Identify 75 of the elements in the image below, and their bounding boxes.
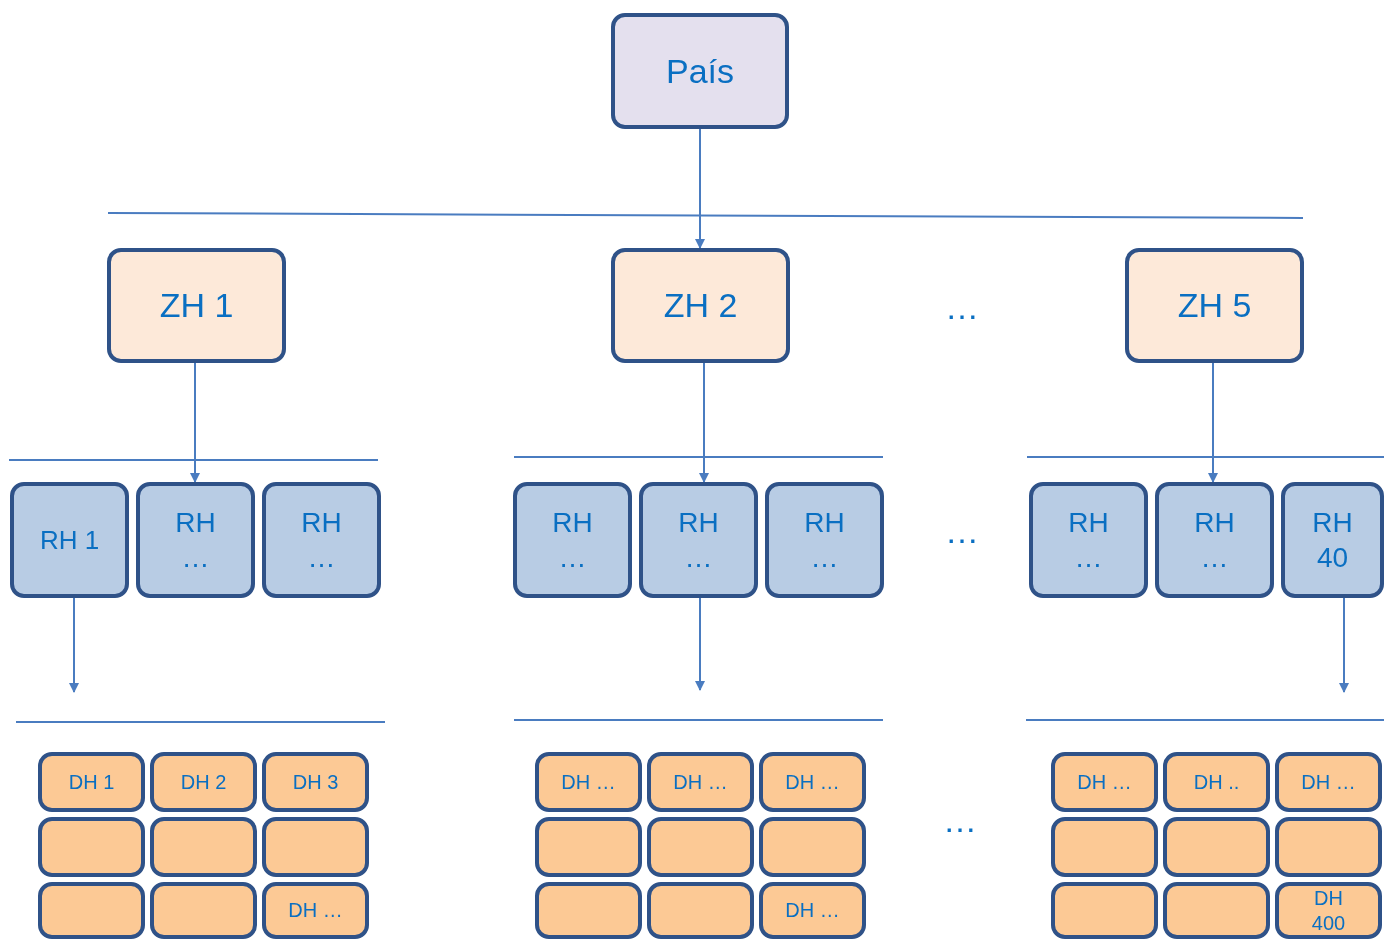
region-box bbox=[639, 482, 758, 598]
district-box bbox=[1275, 752, 1382, 812]
district-box bbox=[1275, 882, 1382, 939]
region-box bbox=[1029, 482, 1148, 598]
zone-box bbox=[611, 248, 790, 363]
arrow bbox=[695, 128, 705, 249]
node-label: DH … bbox=[561, 769, 616, 795]
district-box bbox=[262, 817, 369, 877]
node-label: ZH 5 bbox=[1177, 285, 1252, 327]
node-label: DH 1 bbox=[68, 769, 115, 795]
region-box bbox=[262, 482, 381, 598]
district-box bbox=[150, 882, 257, 939]
district-box bbox=[150, 752, 257, 812]
district-box bbox=[535, 882, 642, 939]
node-label: RH … bbox=[174, 506, 217, 575]
region-box bbox=[1281, 482, 1384, 598]
arrow bbox=[699, 362, 709, 483]
node-label: DH … bbox=[1301, 769, 1356, 795]
zone-box bbox=[107, 248, 286, 363]
ellipsis-label: … bbox=[945, 290, 979, 324]
node-label: ZH 1 bbox=[159, 285, 234, 327]
region-box bbox=[765, 482, 884, 598]
district-box bbox=[1275, 817, 1382, 877]
node-label: DH … bbox=[785, 898, 840, 923]
district-box bbox=[535, 752, 642, 812]
district-box bbox=[647, 817, 754, 877]
node-label: ZH 2 bbox=[663, 285, 738, 327]
node-label: DH .. bbox=[1193, 769, 1240, 795]
district-box bbox=[1051, 817, 1158, 877]
region-box bbox=[136, 482, 255, 598]
district-box bbox=[1163, 882, 1270, 939]
district-box bbox=[647, 882, 754, 939]
district-box bbox=[759, 752, 866, 812]
node-label: RH … bbox=[300, 506, 343, 575]
region-box bbox=[10, 482, 129, 598]
node-label: RH … bbox=[1067, 506, 1110, 575]
district-box bbox=[647, 752, 754, 812]
district-box bbox=[150, 817, 257, 877]
node-label: RH … bbox=[803, 506, 846, 575]
node-label: País bbox=[665, 50, 734, 92]
ellipsis-label: … bbox=[945, 514, 979, 548]
node-label: RH … bbox=[1193, 506, 1236, 575]
node-label: RH … bbox=[551, 506, 594, 575]
node-label: DH 2 bbox=[180, 769, 227, 795]
district-box bbox=[262, 882, 369, 939]
node-label: DH … bbox=[1077, 769, 1132, 795]
zone-box bbox=[1125, 248, 1304, 363]
district-box bbox=[38, 882, 145, 939]
node-label: DH … bbox=[673, 769, 728, 795]
node-label: RH 40 bbox=[1311, 506, 1354, 575]
district-box bbox=[1163, 817, 1270, 877]
district-box bbox=[535, 817, 642, 877]
arrow bbox=[69, 597, 79, 693]
district-box bbox=[1163, 752, 1270, 812]
district-box bbox=[38, 752, 145, 812]
ellipsis-label: … bbox=[943, 803, 977, 837]
node-label: RH … bbox=[677, 506, 720, 575]
arrow bbox=[695, 597, 705, 691]
region-box bbox=[1155, 482, 1274, 598]
node-label: DH … bbox=[288, 898, 343, 923]
district-box bbox=[1051, 752, 1158, 812]
district-box bbox=[262, 752, 369, 812]
district-box bbox=[759, 817, 866, 877]
node-label: DH 400 bbox=[1310, 885, 1347, 936]
district-box bbox=[759, 882, 866, 939]
arrow bbox=[190, 362, 200, 483]
district-box bbox=[1051, 882, 1158, 939]
node-label: DH … bbox=[785, 769, 840, 795]
arrow bbox=[1208, 362, 1218, 483]
region-box bbox=[513, 482, 632, 598]
country-box bbox=[611, 13, 789, 129]
node-label: RH 1 bbox=[39, 523, 100, 557]
arrow bbox=[1339, 597, 1349, 693]
node-label: DH 3 bbox=[292, 769, 339, 795]
district-box bbox=[38, 817, 145, 877]
